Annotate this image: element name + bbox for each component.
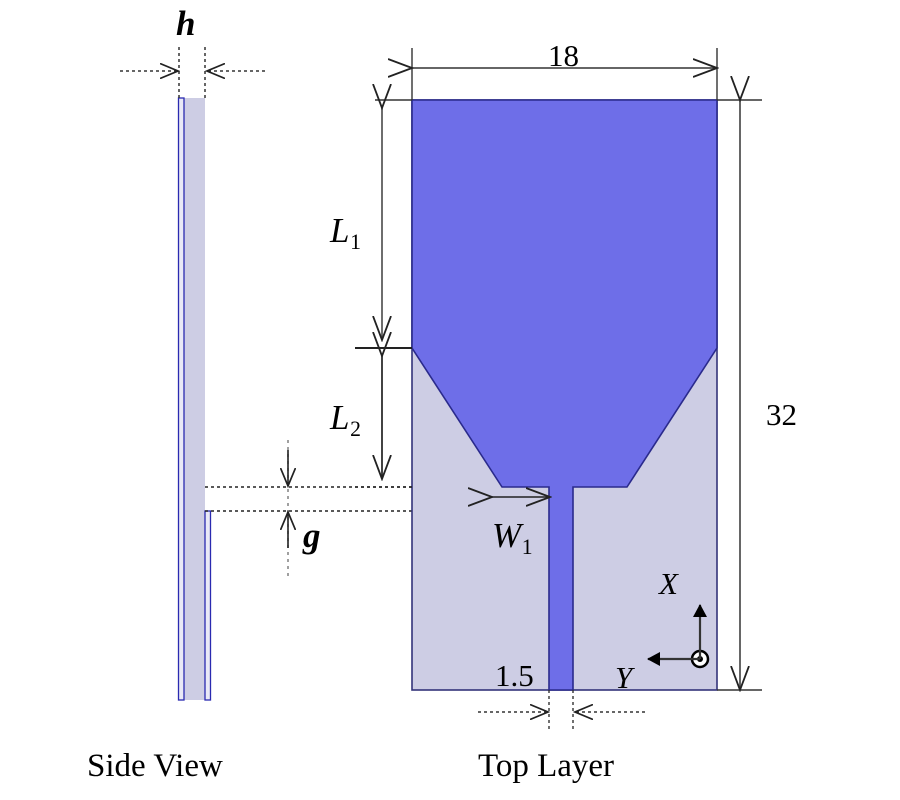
dimension-label-feed-width-1p5: 1.5 bbox=[495, 658, 534, 693]
L2-subscript: 2 bbox=[350, 416, 361, 441]
dimension-label-h: h bbox=[176, 4, 196, 43]
L1-subscript: 1 bbox=[350, 229, 361, 254]
dimension-label-height-32: 32 bbox=[766, 397, 797, 432]
caption-side-view: Side View bbox=[87, 748, 223, 784]
L2-base: L bbox=[330, 398, 350, 437]
dimension-label-L1: L1 bbox=[330, 211, 361, 253]
side-view-top-metal-strip bbox=[177, 97, 185, 701]
dimension-label-W1: W1 bbox=[492, 516, 533, 558]
L1-base: L bbox=[330, 211, 350, 250]
side-view-substrate bbox=[184, 98, 205, 700]
side-view-ground-plane-strip bbox=[204, 510, 212, 701]
dimension-label-width-18: 18 bbox=[548, 38, 579, 73]
axis-label-x: X bbox=[659, 566, 678, 601]
caption-top-layer: Top Layer bbox=[478, 748, 615, 784]
dimension-label-L2: L2 bbox=[330, 398, 361, 440]
dimension-label-g: g bbox=[303, 516, 321, 555]
W1-base: W bbox=[492, 516, 522, 555]
W1-subscript: 1 bbox=[521, 534, 533, 559]
axis-label-y: Y bbox=[615, 660, 633, 695]
